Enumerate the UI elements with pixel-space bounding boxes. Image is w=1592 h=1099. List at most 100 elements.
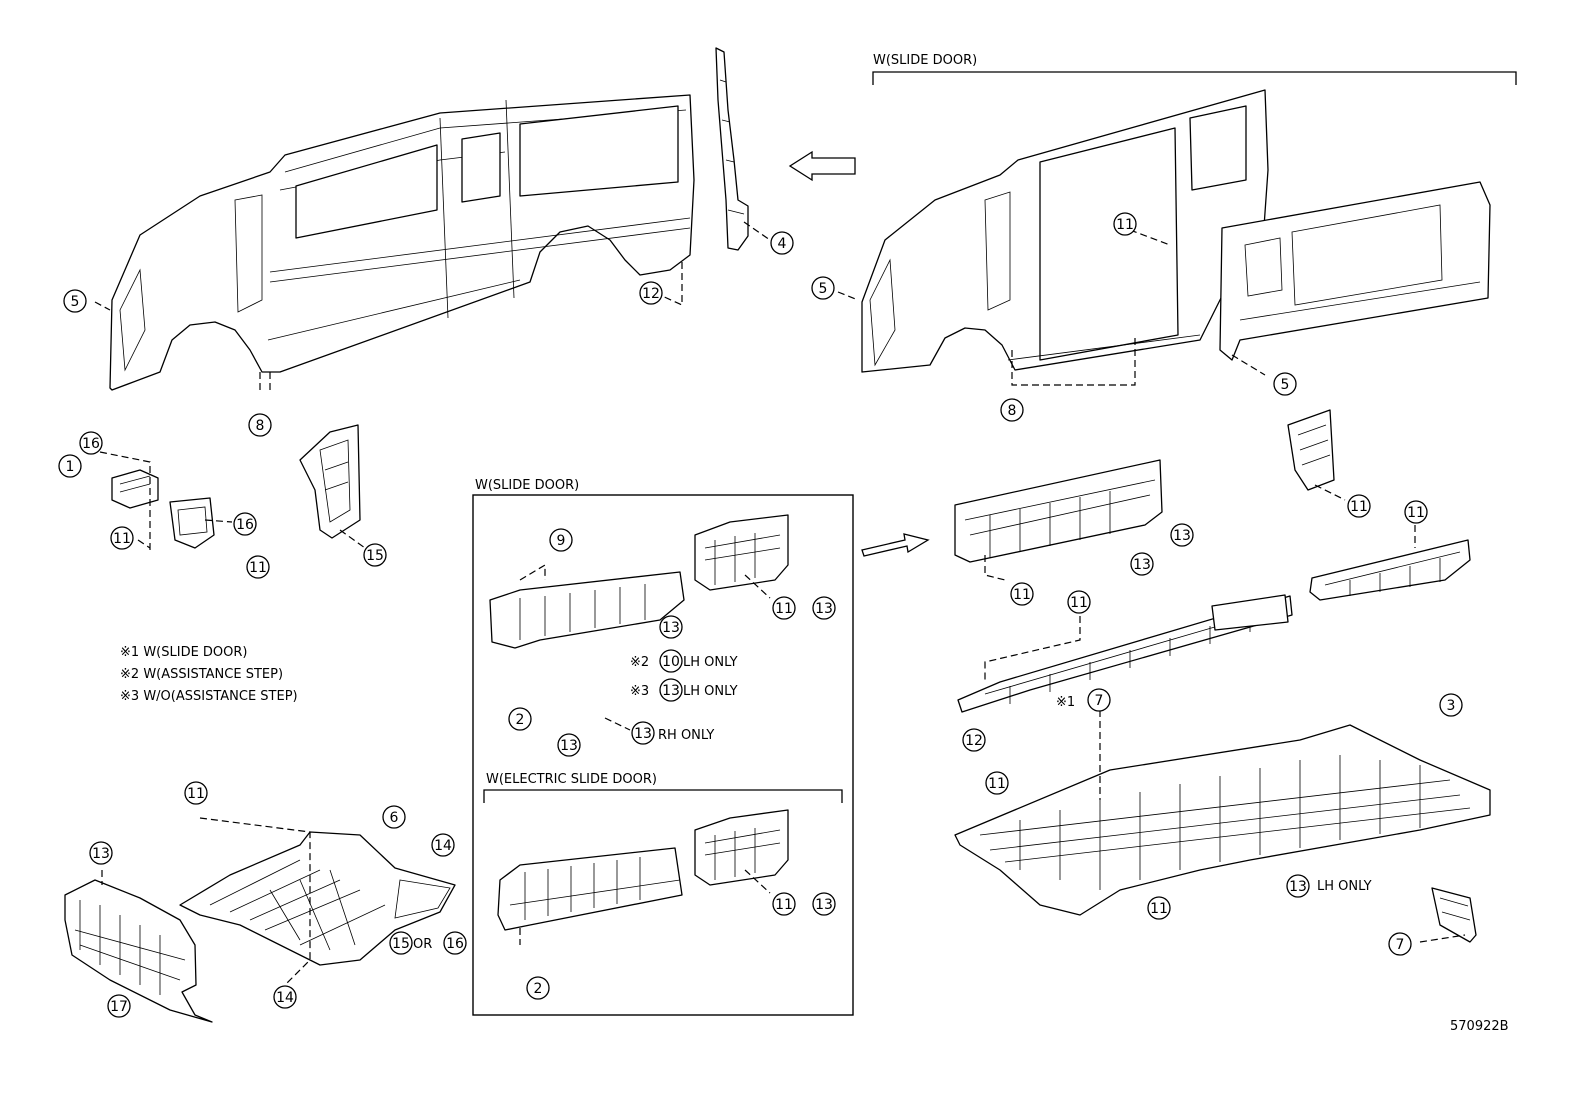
- qualifier-10-lh: LH ONLY: [683, 655, 738, 670]
- callout-circle: [389, 931, 413, 955]
- leader-11b: [137, 539, 151, 549]
- bracket-slide-door-top: [872, 71, 1517, 85]
- callout-13: 13: [1170, 523, 1194, 547]
- callout-number: 5: [1281, 377, 1290, 393]
- callout-circle: [110, 526, 134, 550]
- callout-circle: [772, 892, 796, 916]
- callout-11: 11: [1347, 494, 1371, 518]
- callout-number: 13: [1289, 879, 1307, 895]
- leader-5c: [1231, 354, 1266, 376]
- dash-panel: [64, 879, 213, 1023]
- callout-14: 14: [273, 985, 297, 1009]
- callout-12: 12: [639, 281, 663, 305]
- pillar-part-13b: [694, 809, 789, 886]
- callout-circle: [1404, 500, 1428, 524]
- callout-circle: [1147, 896, 1171, 920]
- callout-12: 12: [962, 728, 986, 752]
- side-rail-11i: [957, 594, 1293, 713]
- callout-number: 11: [1116, 217, 1134, 233]
- callout-circle: [772, 596, 796, 620]
- callout-number: 12: [642, 286, 660, 302]
- header-electric-slide-door: W(ELECTRIC SLIDE DOOR): [486, 772, 657, 787]
- callout-13: 13: [631, 721, 655, 745]
- callout-11: 11: [184, 781, 208, 805]
- leader-13d: [604, 717, 631, 731]
- callout-1: 1: [58, 454, 82, 478]
- callout-circle: [382, 805, 406, 829]
- callout-11: 11: [246, 555, 270, 579]
- callout-5: 5: [63, 289, 87, 313]
- callout-circle: [508, 707, 532, 731]
- callout-circle: [1113, 212, 1137, 236]
- front-floor-panel: [179, 831, 456, 966]
- callout-8: 8: [248, 413, 272, 437]
- callout-15: 15: [389, 931, 413, 955]
- callout-circle: [659, 678, 683, 702]
- callout-circle: [1347, 494, 1371, 518]
- callout-number: 13: [1133, 557, 1151, 573]
- callout-11: 11: [1010, 582, 1034, 606]
- leaders-9-2-13: [519, 563, 546, 581]
- callout-circle: [58, 454, 82, 478]
- callout-16: 16: [233, 512, 257, 536]
- pillar-bracket-11g: [1287, 409, 1335, 491]
- callout-circle: [107, 994, 131, 1018]
- callout-circle: [89, 841, 113, 865]
- notes: ※1 W(SLIDE DOOR) ※2 W(ASSISTANCE STEP) ※…: [120, 645, 298, 704]
- callout-number: 5: [71, 294, 80, 310]
- callout-circle: [79, 431, 103, 455]
- side-rail-11h: [1309, 539, 1471, 601]
- callout-number: 11: [113, 531, 131, 547]
- callout-circle: [631, 721, 655, 745]
- leader-5a: [94, 301, 111, 311]
- qualifier-13-lh: LH ONLY: [683, 684, 738, 699]
- callout-number: 5: [819, 281, 828, 297]
- callout-circle: [246, 555, 270, 579]
- callout-number: 11: [249, 560, 267, 576]
- callout-11: 11: [985, 771, 1009, 795]
- callout-5: 5: [811, 276, 835, 300]
- qualifier-13-rh: RH ONLY: [658, 728, 714, 743]
- callout-number: 13: [815, 601, 833, 617]
- note-3: ※3 W/O(ASSISTANCE STEP): [120, 689, 298, 704]
- callout-number: 13: [560, 738, 578, 754]
- callout-13: 13: [659, 615, 683, 639]
- drawing-code: 570922B: [1450, 1019, 1509, 1034]
- leader-15a: [339, 529, 366, 549]
- callout-number: 1: [66, 459, 75, 475]
- leader-11g: [1314, 484, 1346, 501]
- leader-16a: [99, 451, 151, 550]
- leader-8b: [1011, 335, 1136, 386]
- callout-11: 11: [1067, 590, 1091, 614]
- callout-number: 7: [1095, 693, 1104, 709]
- qualifier-floor-13-lh: LH ONLY: [1317, 879, 1372, 894]
- leader-11a: [1129, 229, 1171, 246]
- bracket-part-7b: [1431, 887, 1477, 943]
- callout-circle: [1087, 688, 1111, 712]
- arrow-left: [788, 150, 856, 182]
- callout-number: 11: [1407, 505, 1425, 521]
- callout-number: 12: [965, 733, 983, 749]
- callout-number: 11: [187, 786, 205, 802]
- mark-3: ※3: [630, 684, 649, 699]
- van-side-panel-slide-door: [861, 89, 1269, 373]
- callout-circle: [639, 281, 663, 305]
- leaders-11d-13b: [744, 574, 771, 599]
- callout-circle: [1170, 523, 1194, 547]
- bracket-electric-slide-door: [483, 789, 843, 803]
- callout-16: 16: [443, 931, 467, 955]
- callout-number: 13: [1173, 528, 1191, 544]
- callout-circle: [431, 833, 455, 857]
- callout-number: 17: [110, 999, 128, 1015]
- callout-number: 13: [662, 683, 680, 699]
- callout-number: 4: [778, 236, 787, 252]
- callout-number: 11: [1350, 499, 1368, 515]
- rocker-panel-9: [489, 571, 685, 649]
- callout-number: 11: [1070, 595, 1088, 611]
- callout-number: 11: [1013, 587, 1031, 603]
- floor-panel: [954, 724, 1491, 916]
- callout-circle: [549, 528, 573, 552]
- callout-2: 2: [526, 976, 550, 1000]
